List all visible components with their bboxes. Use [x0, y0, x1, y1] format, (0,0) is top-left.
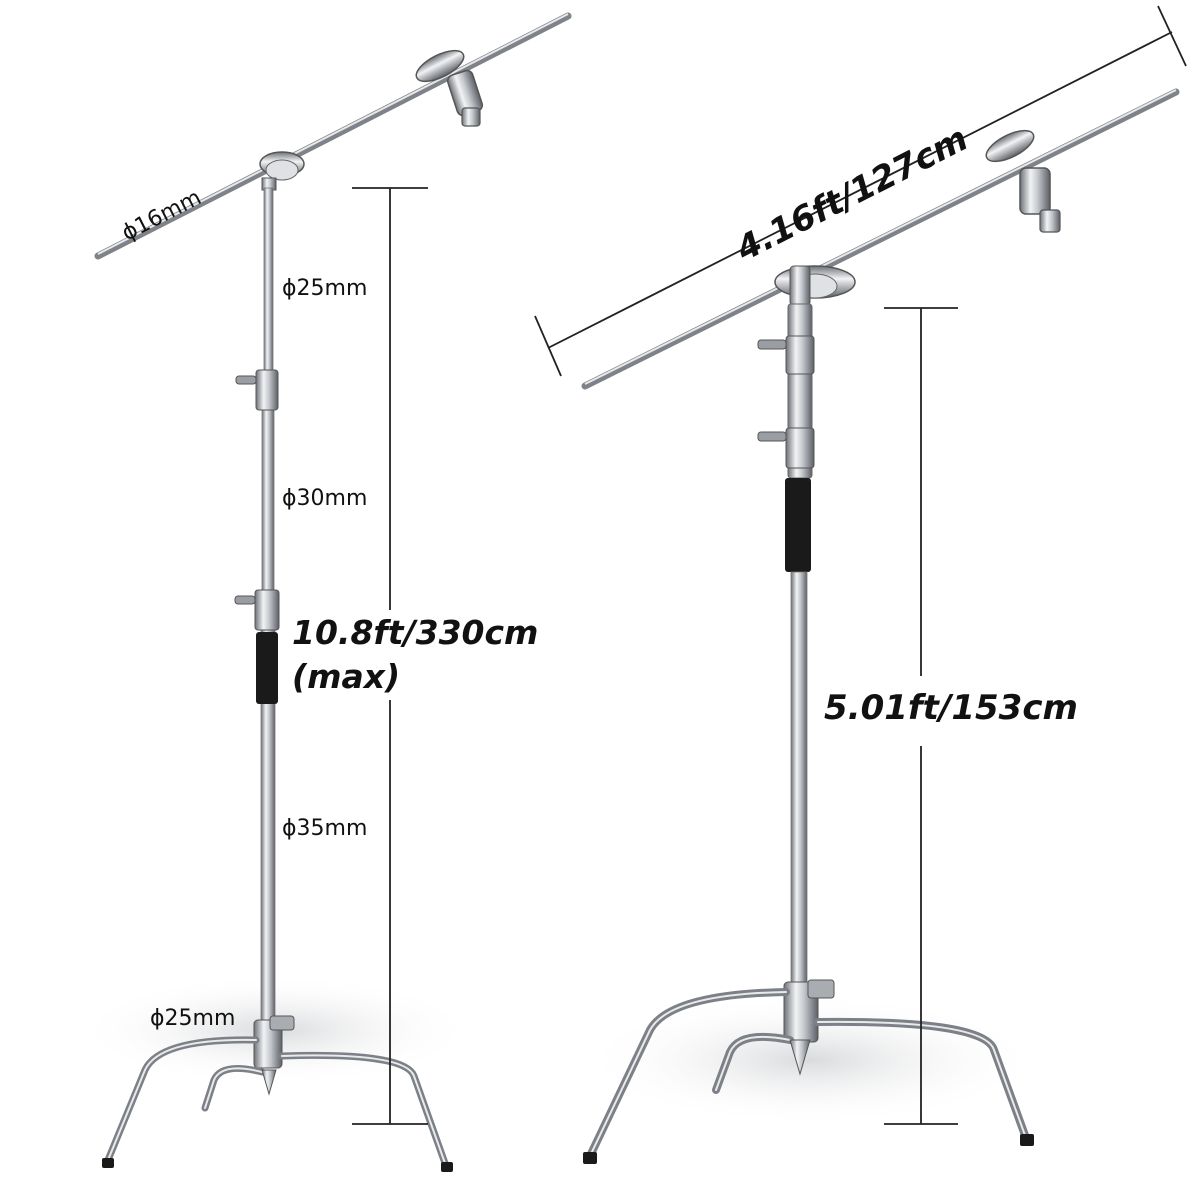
middle-riser-diameter-label: ϕ30mm [282, 486, 368, 511]
right-height-dimension-line [884, 307, 958, 1125]
right-boom-arm [581, 88, 1180, 390]
base-diameter-label: ϕ25mm [150, 1006, 236, 1031]
left-grip-head [415, 49, 484, 127]
left-lock-knob-upper [235, 369, 279, 411]
right-turtle-base [583, 979, 1034, 1164]
right-grip-head [985, 129, 1061, 233]
right-lock-knob-lower [757, 427, 815, 469]
left-boom-arm [94, 12, 572, 260]
left-top-grip-head [259, 151, 305, 191]
left-turtle-base [102, 1015, 453, 1172]
max-height-label: 10.8ft/330cm [292, 613, 539, 652]
max-height-note: (max) [292, 657, 401, 696]
right-boom-length-dimension-line [534, 5, 1187, 377]
right-c-stand [534, 5, 1187, 1164]
left-upper-riser [263, 187, 274, 377]
right-top-grip-head [774, 265, 856, 307]
right-lower-riser [790, 571, 808, 1013]
left-c-stand [75, 12, 572, 1172]
right-lock-knob-upper [757, 335, 815, 375]
right-foam-grip [785, 478, 811, 572]
upper-riser-diameter-label: ϕ25mm [282, 276, 368, 301]
lower-riser-diameter-label: ϕ35mm [282, 816, 368, 841]
left-lock-knob-lower [234, 589, 280, 631]
min-height-label: 5.01ft/153cm [824, 688, 1078, 728]
left-height-dimension-line [352, 187, 428, 1125]
left-foam-grip [256, 632, 278, 704]
